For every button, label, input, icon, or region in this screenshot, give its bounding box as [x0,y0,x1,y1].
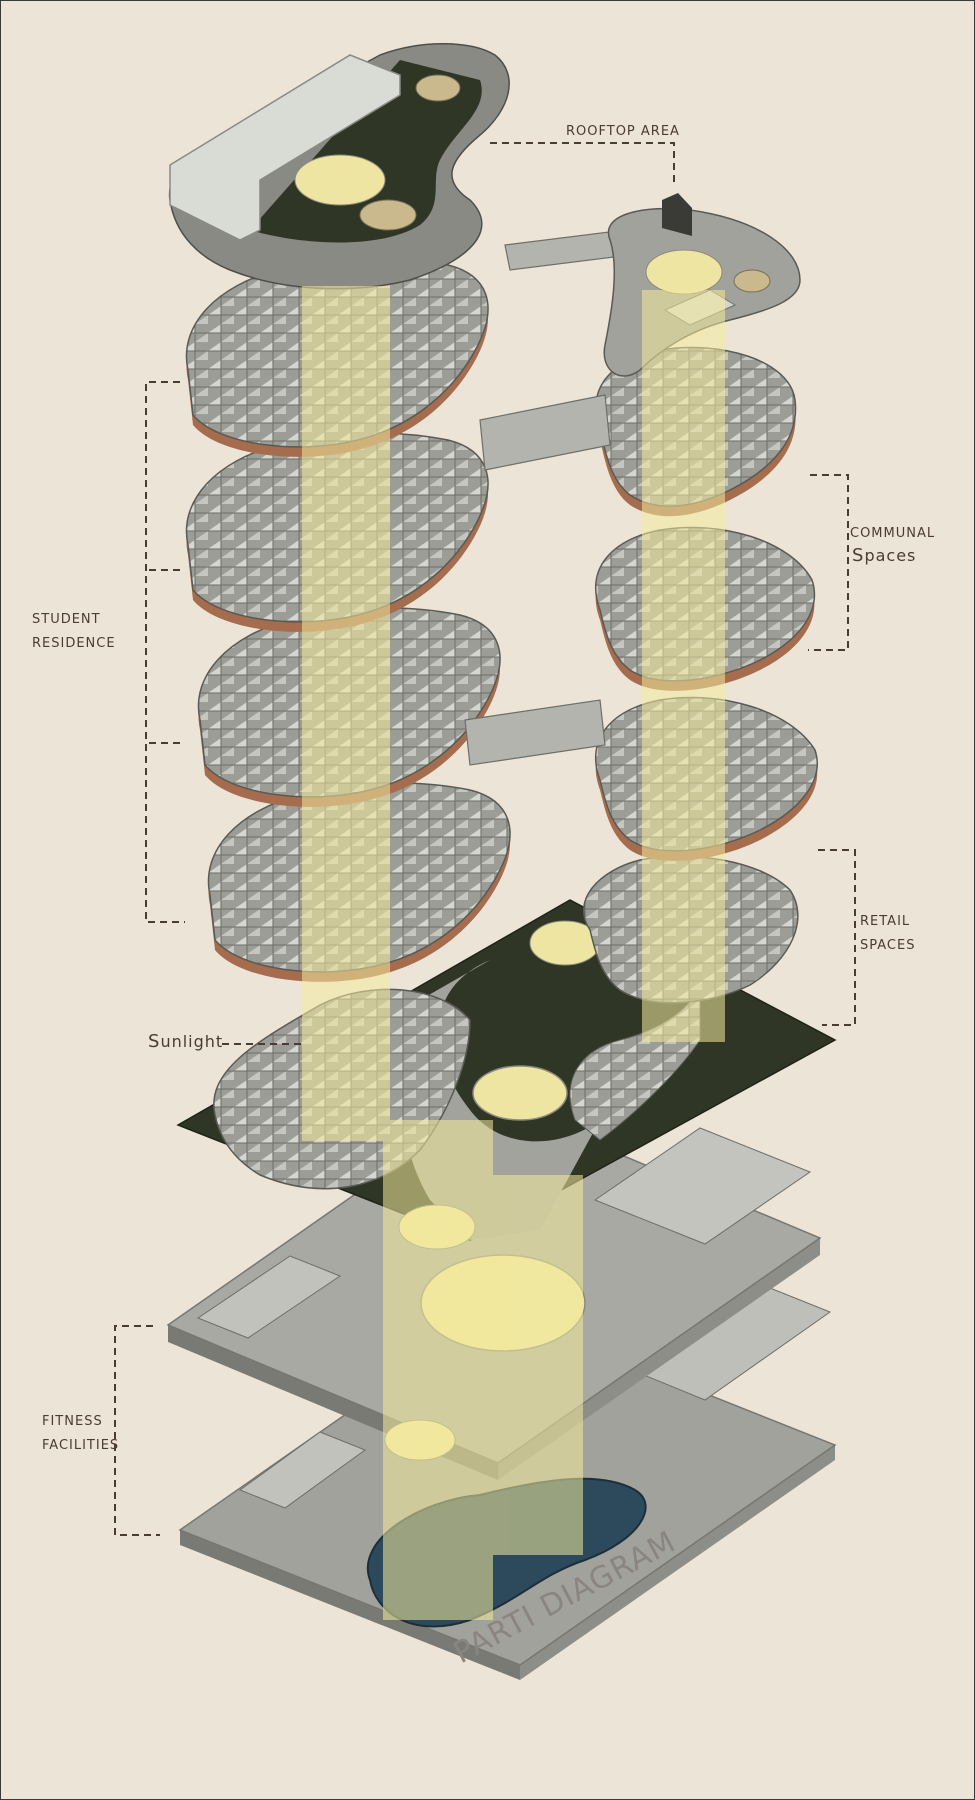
label-residence: RESIDENCE [32,636,116,651]
sunlight-shafts [302,286,725,1620]
label-fitness: FITNESS [42,1414,103,1429]
label-student: STUDENT [32,612,101,627]
label-communal-spaces: Spaces [852,545,917,566]
leader-retail [818,849,856,1026]
leader-student-residence [145,381,185,923]
leader-rooftop [490,142,675,185]
sunlight-shaft-residence [302,286,390,1141]
leader-lines [114,142,856,1536]
sunlight-shaft-lower-left [383,1120,493,1620]
label-sunlight: Sunlight [148,1031,224,1052]
label-facilities: FACILITIES [42,1438,120,1453]
student-residence-floors [185,257,511,982]
label-rooftop-area: ROOFTOP AREA [566,124,680,139]
label-retail: RETAIL [860,914,911,929]
leader-communal [808,474,849,651]
sunlight-shaft-communal [642,290,725,1042]
label-communal: COMMUNAL [850,526,936,541]
rooftop-left [168,43,510,290]
sunlight-shaft-lower-right [493,1175,583,1555]
label-retail-spaces: SPACES [860,938,916,953]
bridges [464,229,631,766]
leader-fitness [114,1325,160,1536]
